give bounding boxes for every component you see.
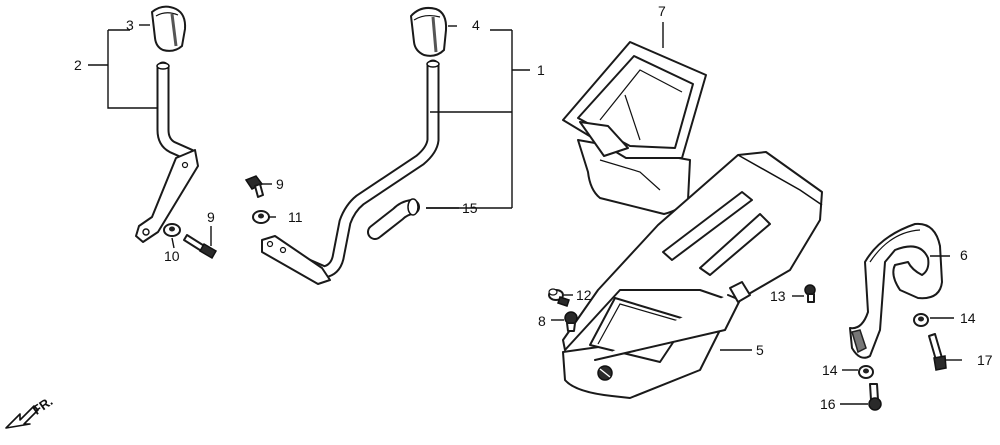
bolt-17[interactable] [928, 333, 947, 371]
label-2: 2 [74, 57, 82, 73]
boot-7[interactable] [562, 41, 707, 215]
panel-5[interactable] [562, 151, 823, 399]
label-14-lower: 14 [822, 362, 838, 378]
label-11: 11 [288, 209, 303, 225]
label-5: 5 [756, 342, 764, 358]
bolt-13[interactable] [804, 284, 816, 303]
front-direction-arrow: FR. [5, 393, 55, 429]
knob-left[interactable] [151, 5, 187, 52]
lever-left[interactable] [135, 61, 199, 243]
bolt-9-left[interactable] [183, 234, 218, 260]
label-7: 7 [658, 3, 666, 19]
grip-15[interactable] [367, 198, 420, 240]
lever-right[interactable] [261, 59, 440, 285]
label-8: 8 [538, 313, 546, 329]
label-9-right: 9 [276, 176, 284, 192]
label-1: 1 [537, 62, 545, 78]
part-labels: 3 2 4 1 15 7 6 5 9 11 9 10 12 8 13 14 17… [74, 3, 993, 412]
label-12: 12 [576, 287, 592, 303]
label-14-upper: 14 [960, 310, 976, 326]
label-3: 3 [126, 17, 134, 33]
screw-8[interactable] [564, 311, 578, 332]
label-9-left: 9 [207, 209, 215, 225]
label-15: 15 [462, 200, 478, 216]
clip-12[interactable] [548, 288, 570, 307]
label-4: 4 [472, 17, 480, 33]
bolt-9-right[interactable] [244, 175, 264, 198]
washer-10[interactable] [163, 223, 181, 237]
label-16: 16 [820, 396, 836, 412]
knob-right[interactable] [410, 6, 448, 57]
label-10: 10 [164, 248, 180, 264]
guard-6[interactable] [849, 222, 943, 359]
washer-11[interactable] [252, 210, 270, 224]
label-13: 13 [770, 288, 786, 304]
washer-14-upper[interactable] [913, 313, 929, 327]
washer-14-lower[interactable] [858, 365, 874, 379]
label-17: 17 [977, 352, 993, 368]
bolt-16[interactable] [868, 383, 882, 411]
leader-lines [88, 22, 962, 405]
label-6: 6 [960, 247, 968, 263]
